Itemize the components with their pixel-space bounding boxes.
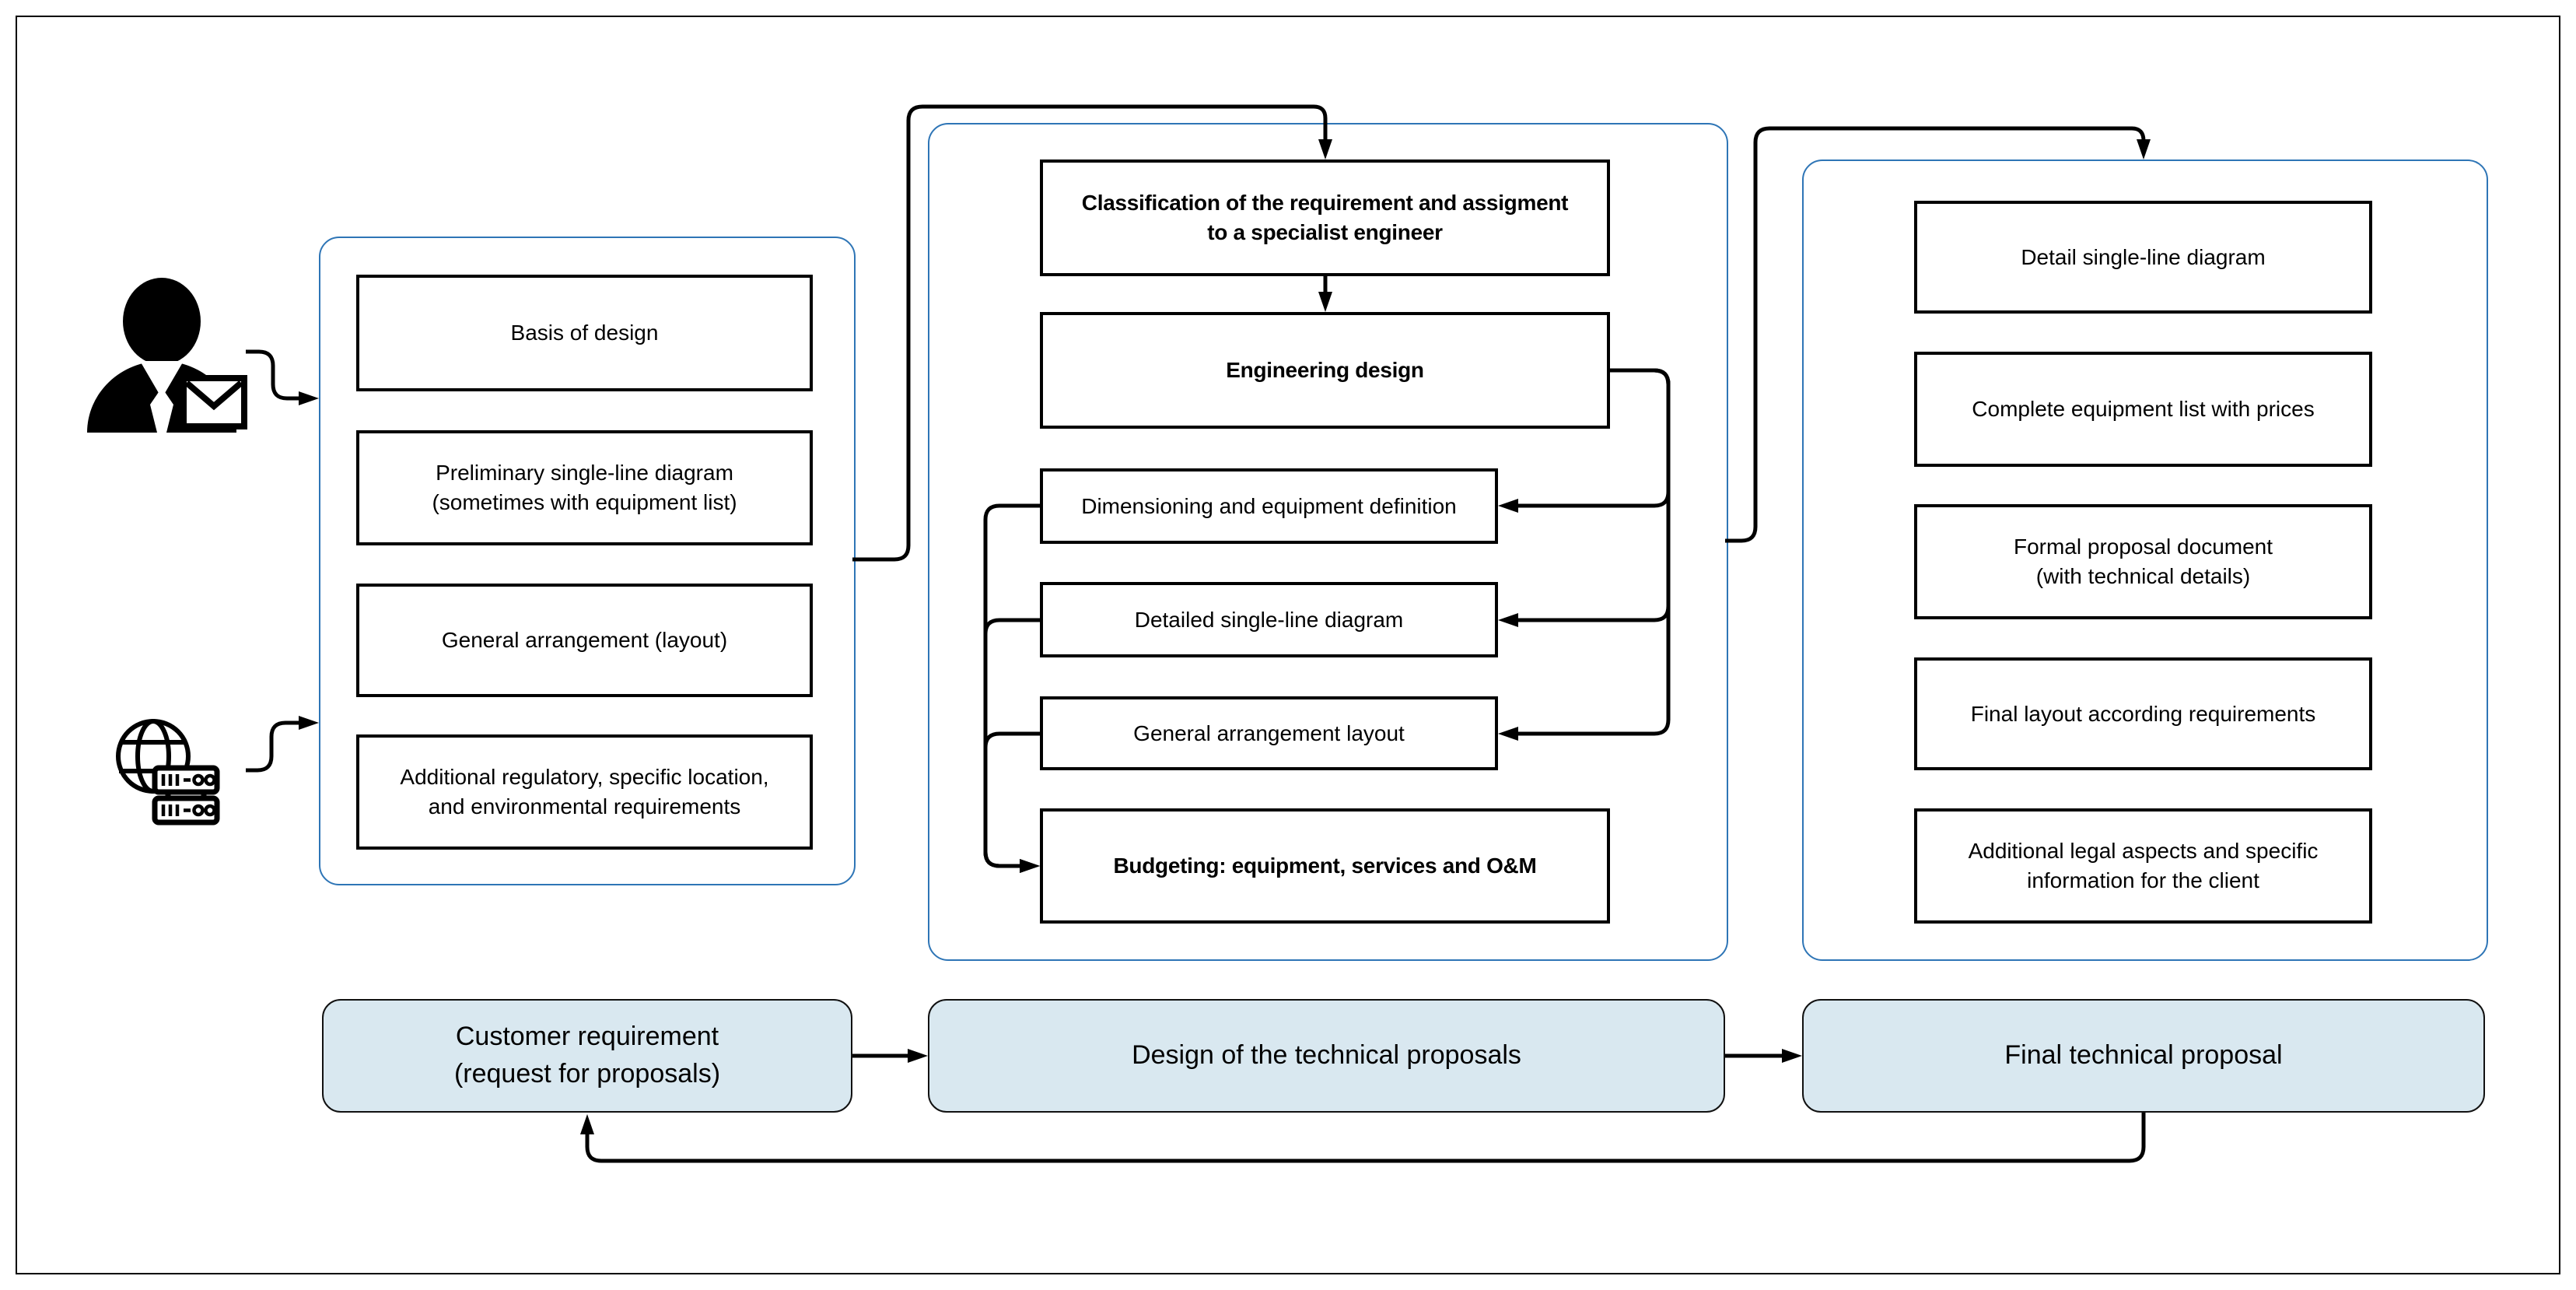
web-database-icon	[116, 719, 220, 826]
box-formal-proposal-document: Formal proposal document (with technical…	[1914, 504, 2372, 619]
connector-person-to-inputs	[246, 349, 319, 405]
connector-engineering-to-ga-layout	[1498, 368, 1671, 741]
connector-web-to-inputs	[246, 716, 319, 773]
connector-ga-layout-to-budgeting	[983, 731, 1040, 873]
stage-customer-requirement: Customer requirement (request for propos…	[322, 999, 852, 1113]
connector-dimensioning-to-budgeting	[983, 503, 1040, 873]
box-general-arrangement-layout-design: General arrangement layout	[1040, 696, 1498, 770]
box-basis-of-design: Basis of design	[356, 275, 813, 391]
outer-frame	[16, 16, 2560, 1274]
stage-design-technical-proposals: Design of the technical proposals	[928, 999, 1725, 1113]
connector-detailed-sld-to-budgeting	[983, 618, 1040, 873]
box-equipment-list-prices: Complete equipment list with prices	[1914, 352, 2372, 467]
box-general-arrangement-layout-input: General arrangement (layout)	[356, 584, 813, 697]
box-final-layout: Final layout according requirements	[1914, 657, 2372, 770]
box-engineering-design: Engineering design	[1040, 312, 1610, 429]
box-detailed-sld: Detailed single-line diagram	[1040, 582, 1498, 657]
final-proposal-panel	[1802, 159, 2488, 961]
connector-design-to-proposal-panel	[1725, 126, 2151, 543]
box-dimensioning-equipment: Dimensioning and equipment definition	[1040, 468, 1498, 544]
box-budgeting: Budgeting: equipment, services and O&M	[1040, 808, 1610, 924]
box-classification-assignment: Classification of the requirement and as…	[1040, 159, 1610, 276]
server-rack-top	[152, 765, 220, 795]
box-preliminary-sld: Preliminary single-line diagram (sometim…	[356, 430, 813, 545]
customer-person-icon	[87, 278, 247, 433]
connector-feedback-final-to-customer	[580, 1113, 2146, 1163]
box-additional-regulatory: Additional regulatory, specific location…	[356, 734, 813, 850]
box-detail-sld-final: Detail single-line diagram	[1914, 201, 2372, 314]
stage-final-technical-proposal: Final technical proposal	[1802, 999, 2485, 1113]
server-rack-bottom	[152, 795, 220, 826]
connector-inputs-to-classification	[852, 104, 1332, 562]
envelope-icon	[180, 375, 247, 429]
box-additional-legal-aspects: Additional legal aspects and specific in…	[1914, 808, 2372, 924]
